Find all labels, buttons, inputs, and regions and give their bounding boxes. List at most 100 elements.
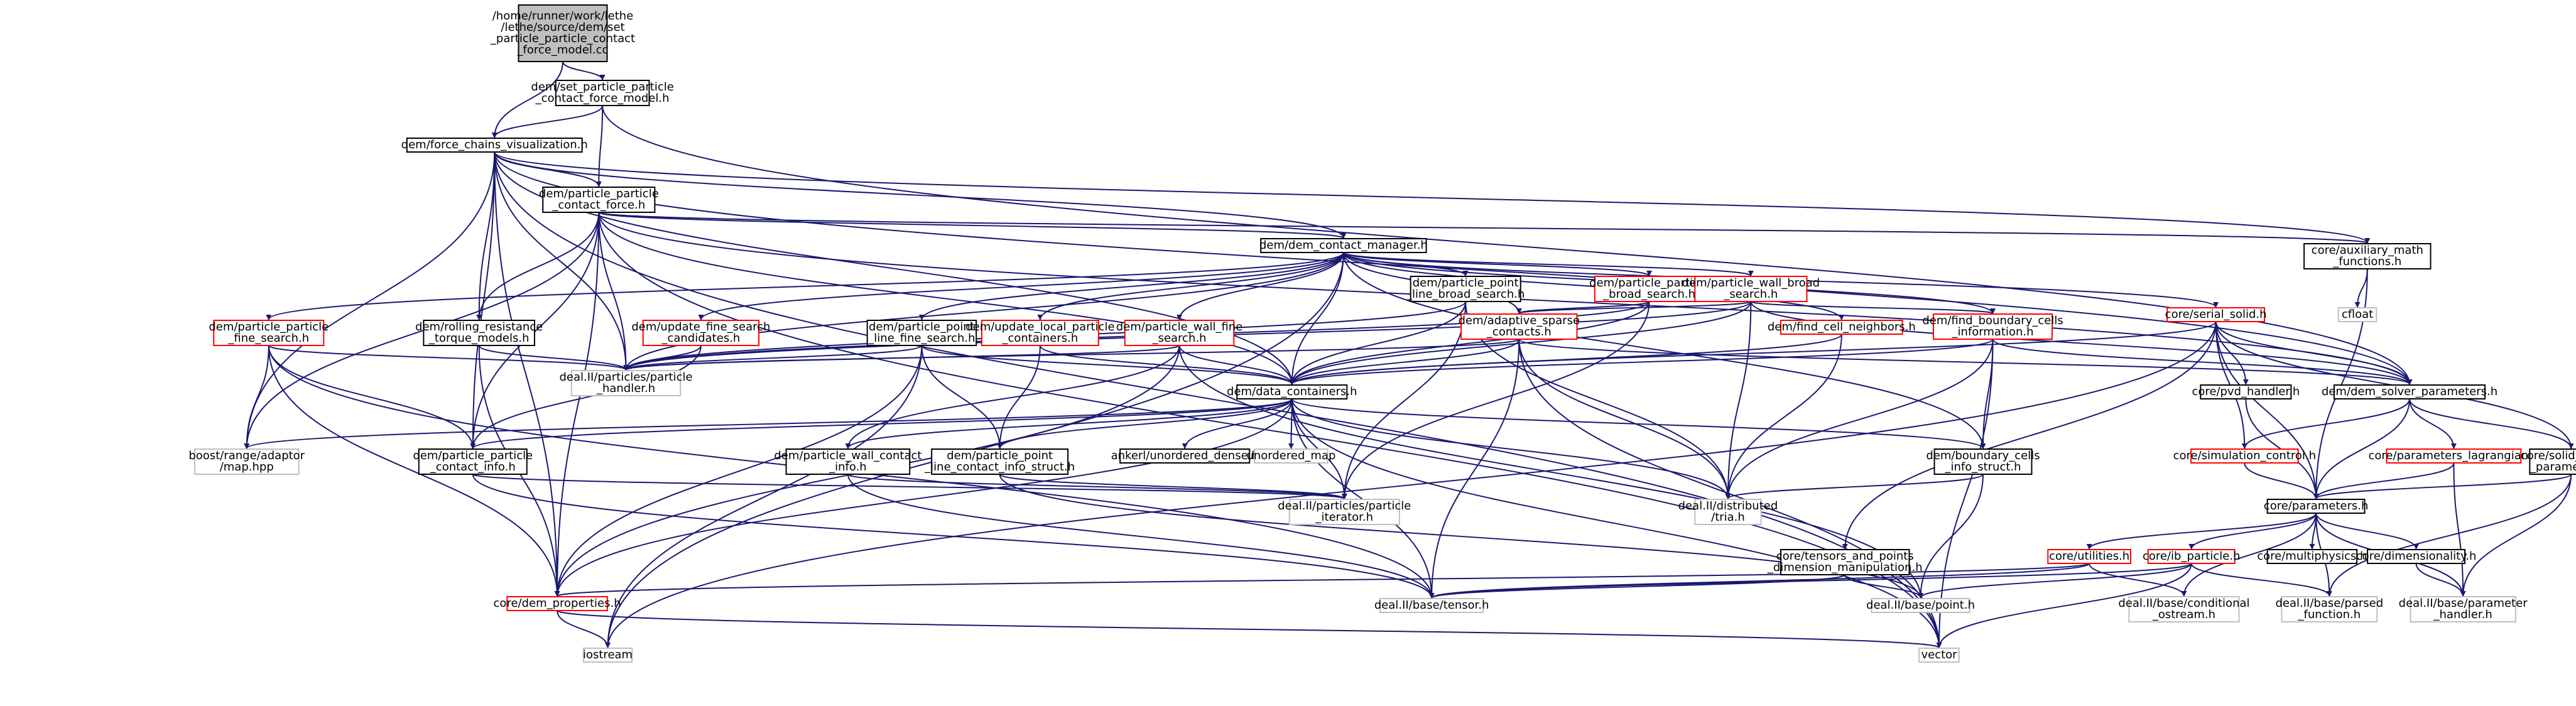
node-box — [555, 80, 650, 106]
dependency-edge — [557, 610, 1942, 648]
graph-node[interactable]: dem/adaptive_sparse_contacts.h — [1459, 313, 1580, 340]
dependency-edge — [1341, 301, 1467, 499]
node-label: dem/particle_wall_contact — [774, 449, 921, 462]
graph-node[interactable]: dem/force_chains_visualization.h — [401, 138, 588, 153]
node-box — [1410, 276, 1521, 302]
node-label: _dimension_manipulation.h — [1767, 561, 1923, 574]
graph-node[interactable]: dem/dem_solver_parameters.h — [2322, 384, 2497, 399]
graph-node[interactable]: core/pvd_handler.h — [2192, 384, 2300, 399]
graph-node[interactable]: dem/dem_contact_manager.h — [1259, 238, 1428, 253]
graph-node[interactable]: dem/particle_point_line_broad_search.h — [1406, 276, 1524, 302]
graph-node[interactable]: /home/runner/work/lethe/lethe/source/dem… — [490, 4, 635, 62]
graph-node[interactable]: core/dem_properties.h — [494, 596, 621, 611]
graph-node[interactable]: dem/particle_particle_contact_force.h — [539, 187, 659, 213]
graph-node[interactable]: core/dimensionality.h — [2356, 549, 2477, 564]
node-label: dem/data_containers.h — [1227, 385, 1357, 398]
dependency-edge — [494, 151, 2370, 244]
graph-node[interactable]: dem/rolling_resistance_torque_models.h — [415, 320, 543, 346]
graph-node[interactable]: deal.II/particles/particle_iterator.h — [1278, 499, 1411, 525]
node-label: core/tensors_and_points — [1776, 550, 1914, 563]
dependency-edge — [997, 398, 1293, 449]
node-label: /tria.h — [1711, 511, 1745, 524]
node-box — [2337, 307, 2378, 322]
dependency-edge — [997, 345, 1041, 449]
dependency-edge — [623, 345, 923, 371]
graph-node[interactable]: dem/particle_wall_fine_search.h — [1116, 320, 1243, 346]
graph-node[interactable]: deal.II/base/conditional_ostream.h — [2118, 596, 2250, 622]
dependency-edge — [555, 563, 2090, 597]
node-label: core/parameters.h — [2264, 499, 2369, 513]
node-box — [2386, 448, 2522, 464]
node-label: unordered_map — [1246, 449, 1335, 462]
node-box — [2266, 499, 2366, 514]
graph-node[interactable]: deal.II/base/tensor.h — [1374, 598, 1489, 613]
graph-node[interactable]: vector — [1918, 648, 1960, 663]
node-label: dem/particle_particle — [539, 187, 659, 200]
graph-node[interactable]: dem/find_boundary_cells_information.h — [1922, 313, 2063, 340]
graph-node[interactable]: deal.II/base/point.h — [1866, 598, 1975, 613]
graph-node[interactable]: unordered_map — [1246, 448, 1335, 464]
dependency-edge — [623, 252, 1344, 371]
node-label: _ostream.h — [2152, 608, 2215, 621]
node-layer: /home/runner/work/lethe/lethe/source/dem… — [188, 4, 2576, 663]
node-label: _force_model.cc — [517, 43, 609, 57]
node-label: core/utilities.h — [2049, 550, 2129, 563]
node-label: deal.II/particles/particle — [1278, 499, 1411, 513]
dependency-edge — [1918, 474, 1984, 599]
node-label: /lethe/source/dem/set — [501, 21, 624, 34]
graph-node[interactable]: dem/particle_point_line_fine_search.h — [866, 320, 977, 346]
graph-node[interactable]: iostream — [582, 648, 633, 663]
graph-node[interactable]: cfloat — [2337, 307, 2378, 322]
graph-node[interactable]: core/utilities.h — [2047, 549, 2131, 564]
graph-node[interactable]: dem/particle_wall_broad_search.h — [1682, 276, 1820, 302]
node-label: core/auxiliary_math — [2312, 244, 2423, 257]
graph-node[interactable]: dem/particle_particle_contact_info.h — [413, 448, 533, 475]
dependency-edge — [1182, 398, 1293, 449]
node-label: deal.II/base/conditional — [2118, 597, 2249, 610]
graph-node[interactable]: deal.II/particles/particle_handler.h — [559, 370, 693, 396]
graph-node[interactable]: dem/particle_wall_contact_info.h — [774, 448, 921, 475]
graph-node[interactable]: core/solid_objects_parameters.h — [2521, 448, 2576, 475]
graph-node[interactable]: core/parameters.h — [2264, 499, 2369, 514]
node-label: core/ib_particle.h — [2143, 550, 2241, 563]
node-box — [1124, 320, 1235, 346]
graph-node[interactable]: ankerl/unordered_dense.h — [1111, 448, 1259, 464]
graph-node[interactable]: deal.II/base/parsed_function.h — [2276, 596, 2384, 622]
graph-node[interactable]: core/simulation_control.h — [2173, 448, 2316, 464]
graph-node[interactable]: boost/range/adaptor/map.hpp — [188, 448, 305, 475]
graph-node[interactable]: dem/boundary_cells_info_struct.h — [1926, 448, 2040, 475]
dependency-edge — [598, 212, 629, 371]
graph-node[interactable]: dem/find_cell_neighbors.h — [1768, 320, 1916, 335]
graph-node[interactable]: dem/set_particle_particle_contact_force_… — [531, 80, 674, 106]
graph-node[interactable]: deal.II/base/parameter_handler.h — [2399, 596, 2528, 622]
node-box — [2410, 596, 2516, 622]
graph-node[interactable]: dem/data_containers.h — [1227, 384, 1357, 399]
node-box — [2303, 243, 2432, 269]
graph-node[interactable]: dem/particle_point_line_contact_info_str… — [924, 448, 1075, 475]
graph-node[interactable]: core/ib_particle.h — [2143, 549, 2241, 564]
dependency-edge — [921, 345, 1295, 385]
node-label: vector — [1921, 648, 1957, 661]
dependency-edge — [2409, 398, 2457, 449]
dependency-edge — [266, 252, 1344, 320]
dependency-edge — [1516, 301, 1752, 314]
graph-node[interactable]: dem/update_fine_search_candidates.h — [631, 320, 770, 346]
dependency-edge — [1291, 398, 1731, 499]
node-label: _contact_info.h — [430, 460, 516, 474]
graph-node[interactable]: core/parameters_lagrangian.h — [2369, 448, 2540, 464]
dependency-edge — [1289, 334, 1842, 385]
dependency-edge — [921, 345, 1003, 449]
node-box — [1460, 313, 1578, 340]
node-label: dem/particle_point — [869, 320, 975, 334]
graph-node[interactable]: core/serial_solid.h — [2165, 307, 2267, 322]
node-label: _candidates.h — [661, 332, 740, 345]
graph-node[interactable]: core/auxiliary_math_functions.h — [2303, 243, 2432, 269]
graph-node[interactable]: deal.II/distributed/tria.h — [1678, 499, 1778, 525]
graph-node[interactable]: dem/update_local_particle_containers.h — [965, 320, 1115, 346]
node-label: deal.II/distributed — [1678, 499, 1778, 513]
graph-node[interactable]: core/tensors_and_points_dimension_manipu… — [1767, 549, 1923, 575]
dependency-edge — [268, 345, 560, 597]
graph-node[interactable]: dem/particle_particle_fine_search.h — [209, 320, 329, 346]
graph-node[interactable]: core/multiphysics.h — [2257, 549, 2367, 564]
graph-node[interactable]: dem/particle_particle_broad_search.h — [1589, 276, 1709, 302]
